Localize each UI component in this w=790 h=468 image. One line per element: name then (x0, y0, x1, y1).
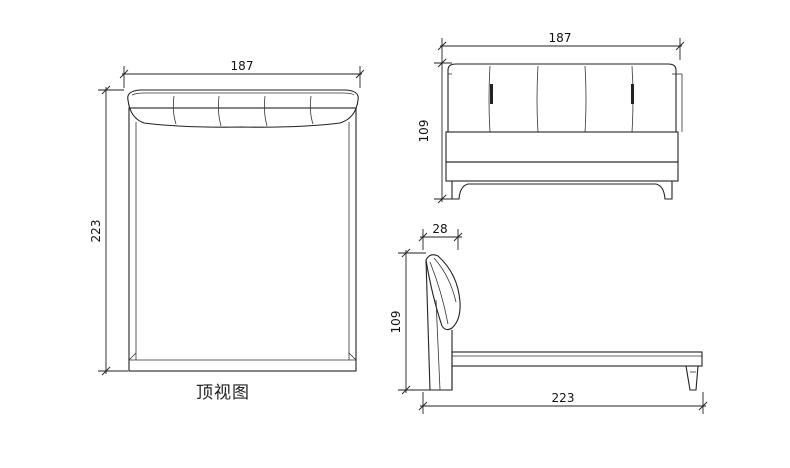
top-view: 187 223 (89, 59, 365, 376)
top-view-width-dimension: 187 (119, 59, 365, 88)
side-view-height-label: 109 (389, 311, 403, 334)
side-view: 28 109 223 (389, 222, 708, 414)
front-view-width-label: 187 (549, 31, 572, 45)
front-view-height-dimension: 109 (417, 58, 452, 204)
side-view-headboard-depth-label: 28 (432, 222, 447, 236)
top-view-caption: 顶视图 (196, 383, 250, 403)
top-view-bed-outline (127, 89, 359, 372)
front-view-height-label: 109 (417, 120, 431, 143)
side-view-length-label: 223 (552, 391, 575, 405)
front-view: 187 109 (417, 31, 685, 204)
side-view-headboard-depth-dimension: 28 (418, 222, 463, 250)
side-view-length-dimension: 223 (418, 391, 708, 414)
front-view-bed-outline (445, 63, 683, 200)
front-view-width-dimension: 187 (437, 31, 685, 60)
top-view-length-label: 223 (89, 220, 103, 243)
side-view-bed-outline (425, 254, 703, 391)
side-view-height-dimension: 109 (389, 248, 432, 395)
top-view-length-dimension: 223 (89, 85, 128, 376)
top-view-width-label: 187 (231, 59, 254, 73)
